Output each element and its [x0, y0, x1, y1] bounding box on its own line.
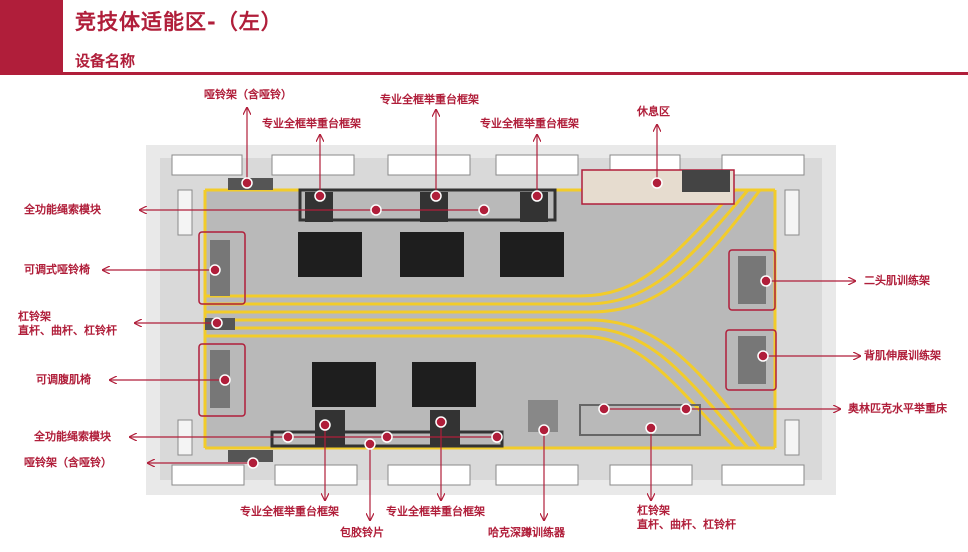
leader-arrows: [103, 108, 860, 520]
label-rest-area: 休息区: [637, 105, 670, 118]
marker-dots: [209, 177, 772, 469]
label-barbell-rack-left-2: 直杆、曲杆、杠铃杆: [18, 324, 117, 337]
rest-area-sofa: [682, 170, 730, 192]
label-adjustable-bench: 可调式哑铃椅: [24, 263, 90, 276]
label-cable-module-bottom: 全功能绳索模块: [34, 430, 111, 443]
label-dumbbell-rack-top: 哑铃架（含哑铃）: [204, 88, 292, 101]
label-full-rack-bottom-1: 专业全框举重台框架: [240, 505, 339, 518]
label-abdominal-bench: 可调腹肌椅: [36, 373, 91, 386]
label-barbell-rack-bottom-1: 杠铃架: [637, 504, 670, 517]
label-hack-squat: 哈克深蹲训练器: [488, 526, 565, 539]
label-bumper-plates: 包胶铃片: [340, 526, 384, 539]
track-lines: [205, 188, 762, 450]
label-full-rack-3: 专业全框举重台框架: [480, 117, 579, 130]
label-back-extension: 背肌伸展训练架: [864, 349, 941, 362]
label-barbell-rack-bottom-2: 直杆、曲杆、杠铃杆: [637, 518, 736, 531]
label-cable-module-top: 全功能绳索模块: [24, 203, 101, 216]
label-full-rack-2: 专业全框举重台框架: [380, 93, 479, 106]
label-full-rack-bottom-2: 专业全框举重台框架: [386, 505, 485, 518]
section-subtitle: 设备名称: [75, 52, 136, 70]
bottom-rack-frames: [270, 362, 504, 448]
bottom-windows: [171, 464, 805, 486]
label-olympic-bench: 奥林匹克水平举重床: [848, 402, 947, 415]
top-rack-frames: [298, 188, 564, 277]
label-full-rack-1: 专业全框举重台框架: [262, 117, 361, 130]
label-dumbbell-rack-bottom: 哑铃架（含哑铃）: [24, 456, 112, 469]
label-barbell-rack-left-1: 杠铃架: [18, 310, 51, 323]
label-biceps-trainer: 二头肌训练架: [864, 274, 930, 287]
header-divider: [63, 72, 968, 75]
page-title: 竞技体适能区-（左）: [75, 10, 283, 34]
header-accent-block: [0, 0, 63, 75]
